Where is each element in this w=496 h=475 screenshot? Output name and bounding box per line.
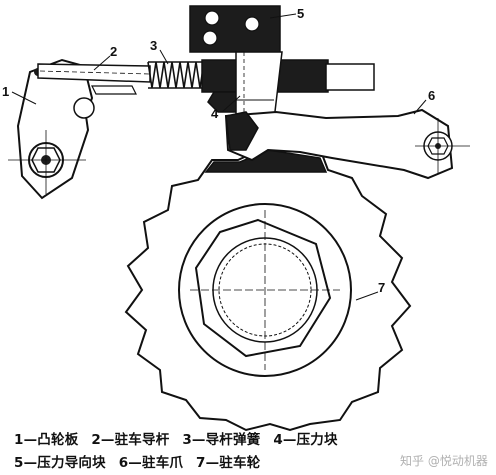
legend-item-guide-rod: 2—驻车导杆 (91, 432, 170, 448)
parking-pawl (224, 108, 470, 180)
leader-lines (11, 13, 427, 301)
callout-3: 3 (150, 38, 157, 53)
legend-item-cam-plate: 1—凸轮板 (14, 432, 79, 448)
legend-item-pressure-guide: 5—压力导向块 (14, 455, 106, 471)
legend-item-pressure-block: 4—压力块 (273, 432, 338, 448)
legend-row-1: 1—凸轮板 2—驻车导杆 3—导杆弹簧 4—压力块 (14, 428, 494, 448)
legend-item-spring: 3—导杆弹簧 (182, 432, 261, 448)
pressure-block (201, 59, 375, 113)
watermark: 知乎 @悦动机器 (400, 454, 488, 468)
callout-7: 7 (378, 280, 385, 295)
cam-plate (8, 58, 95, 200)
callout-2: 2 (110, 44, 117, 59)
parking-guide-rod (37, 63, 151, 95)
legend-item-parking-wheel: 7—驻车轮 (196, 455, 261, 471)
parking-wheel (124, 144, 412, 432)
legend-row-2: 5—压力导向块 6—驻车爪 7—驻车轮 (14, 451, 494, 471)
callout-5: 5 (297, 6, 304, 21)
legend-item-pawl: 6—驻车爪 (118, 455, 184, 471)
callout-6: 6 (428, 88, 435, 103)
pressure-guide-block (189, 5, 283, 121)
guide-rod-spring (147, 61, 205, 89)
callout-4: 4 (211, 106, 219, 121)
callout-1: 1 (2, 84, 9, 99)
